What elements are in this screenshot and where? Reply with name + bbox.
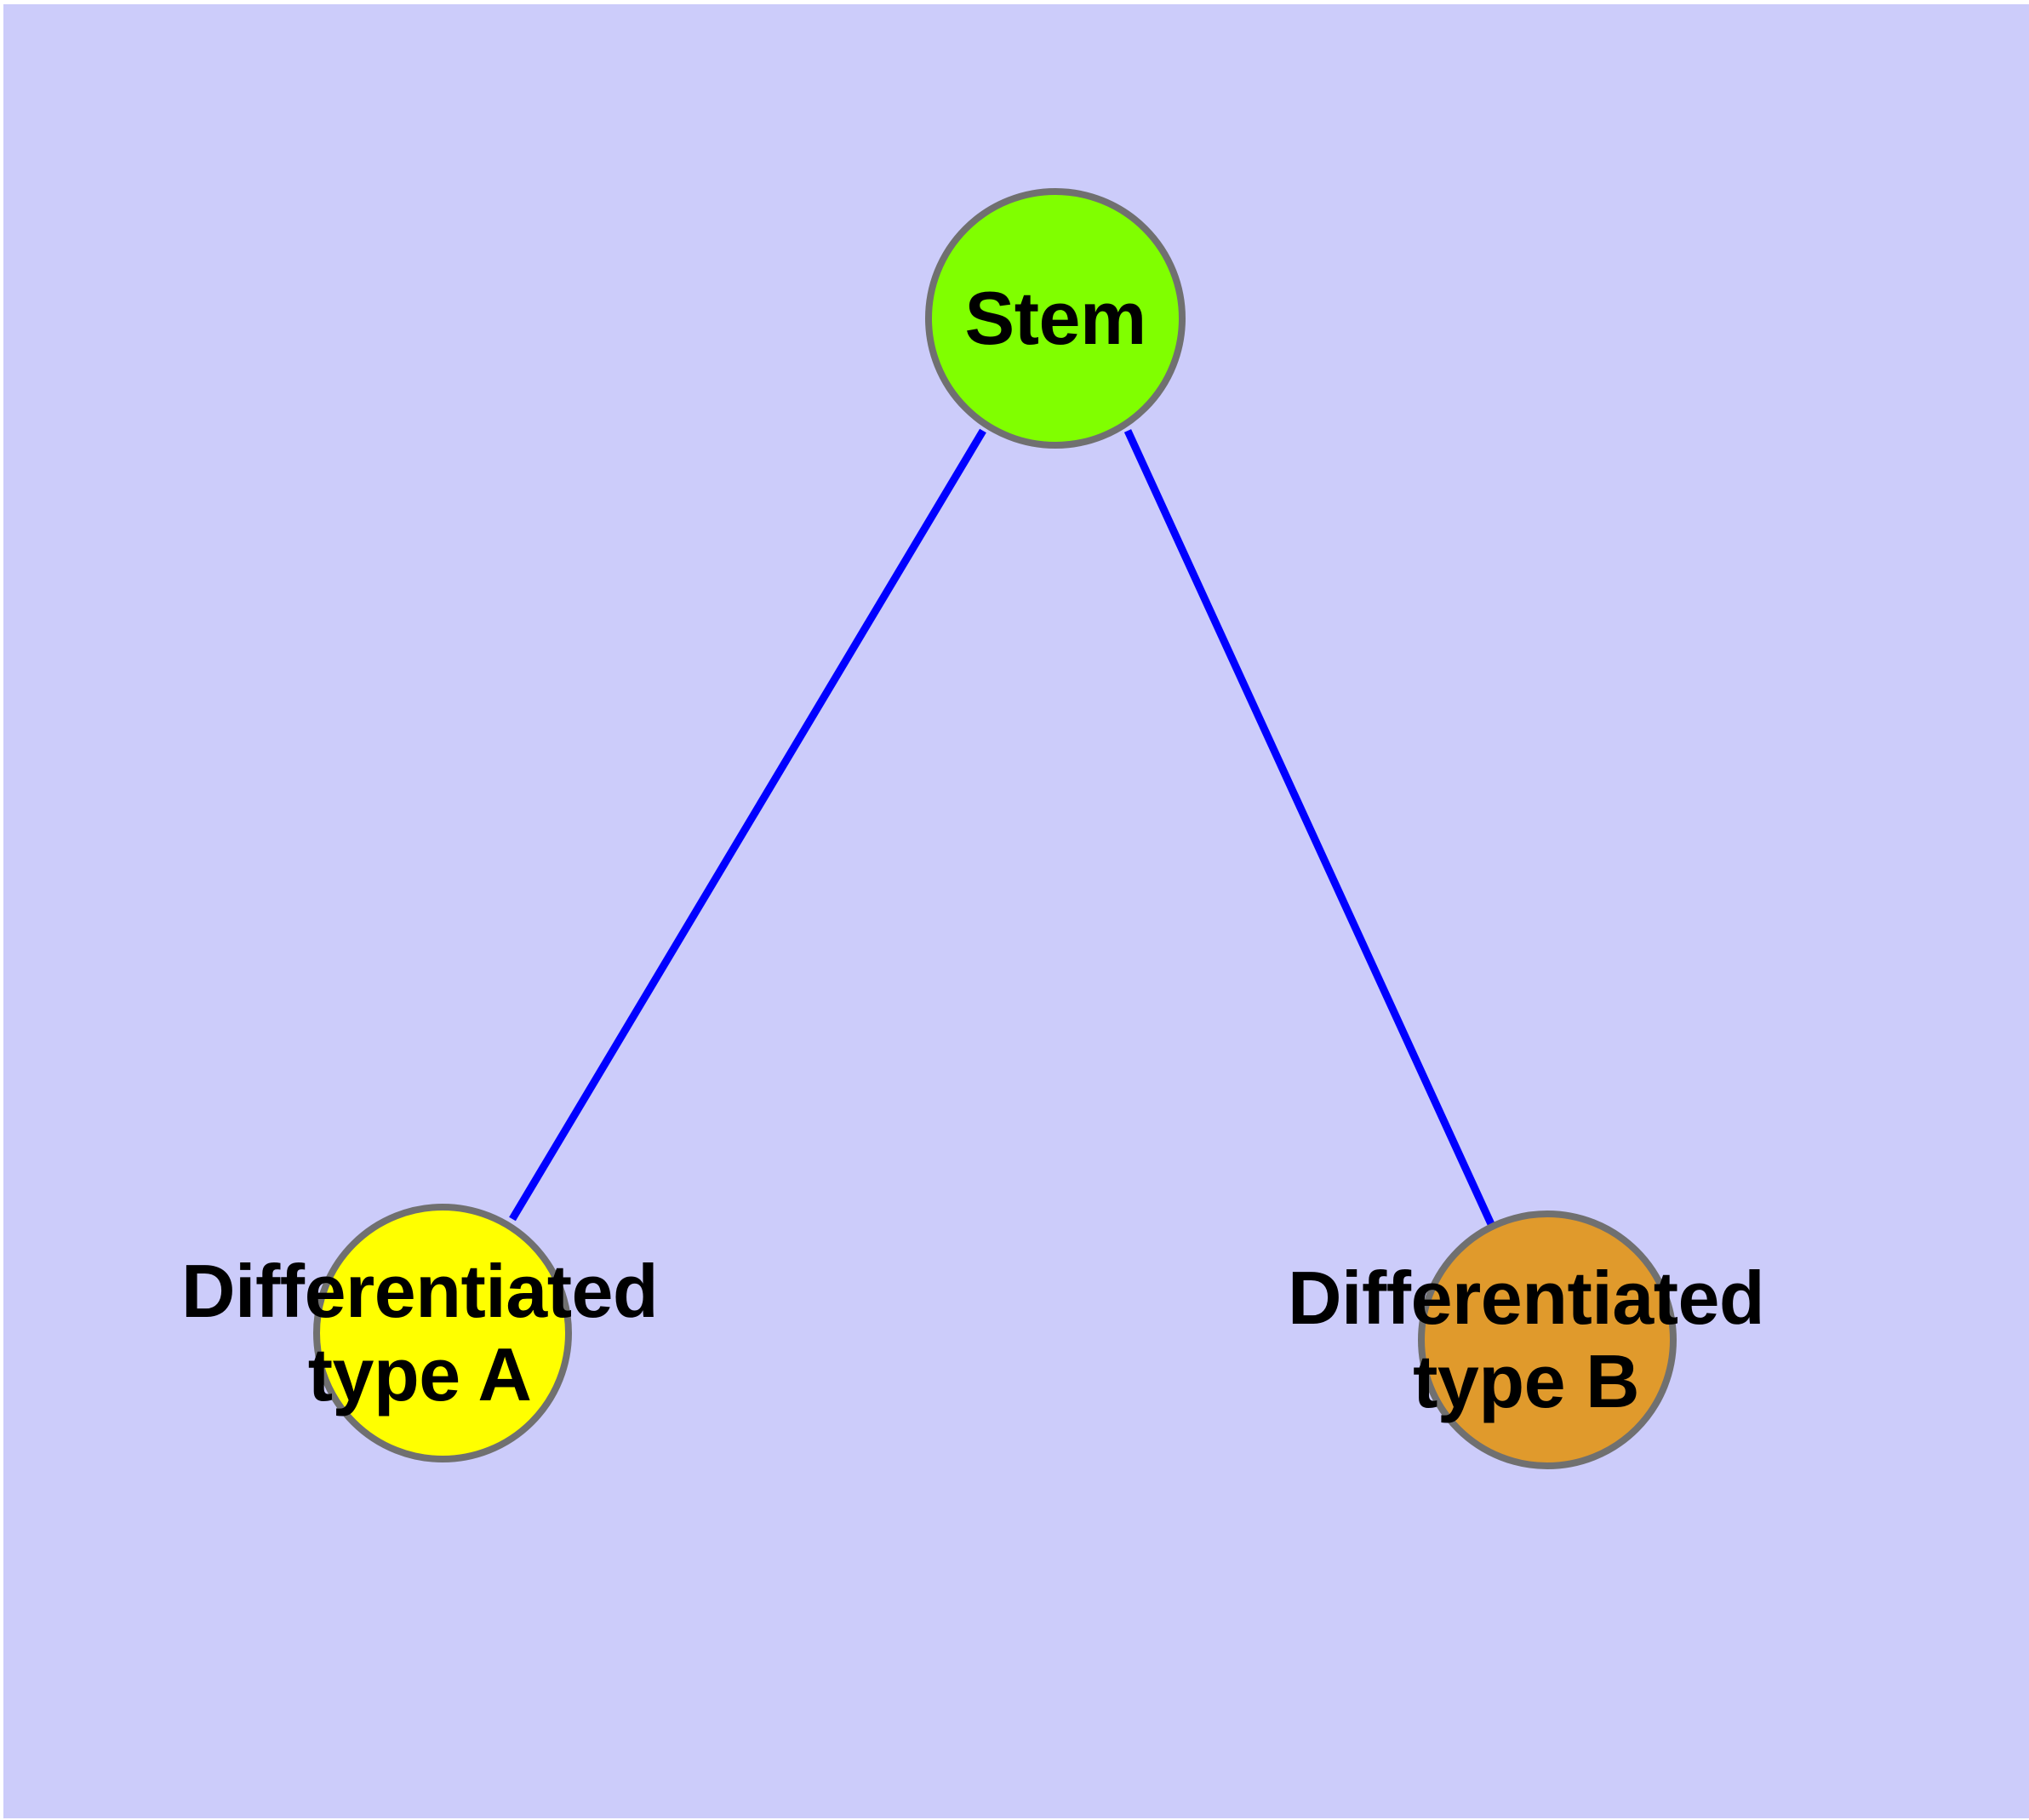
edge-stem-to-differentiated-type-b: [1123, 429, 1495, 1226]
node-differentiated-type-b[interactable]: [1418, 1210, 1677, 1469]
edge-stem-to-differentiated-type-a: [509, 428, 986, 1222]
node-stem[interactable]: [925, 188, 1186, 449]
node-differentiated-type-a[interactable]: [313, 1204, 572, 1462]
